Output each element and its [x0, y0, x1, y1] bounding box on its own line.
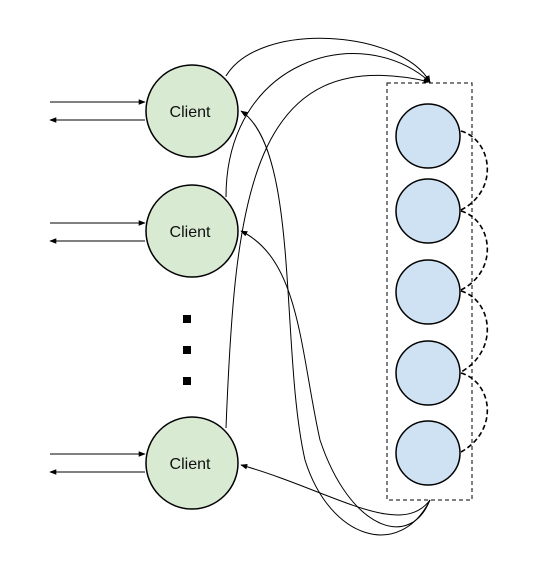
client-label-2: Client — [170, 224, 211, 241]
server-nodes — [395, 103, 461, 486]
response-curve-1 — [240, 110, 431, 536]
ellipsis-dot-2 — [183, 346, 191, 354]
server-node-5[interactable] — [395, 420, 461, 486]
peer-link-3 — [460, 290, 489, 373]
server-node-4[interactable] — [395, 340, 461, 406]
server-peer-links — [460, 130, 489, 453]
peer-link-2 — [460, 210, 489, 291]
request-curve-3 — [225, 74, 431, 429]
client-circle-1 — [145, 64, 239, 158]
client-circle-3 — [145, 416, 239, 510]
ellipsis-dot-1 — [183, 315, 191, 323]
client-node-1[interactable]: Client — [145, 64, 239, 158]
request-curve-2 — [225, 53, 431, 198]
server-node-2[interactable] — [395, 178, 461, 244]
request-curve-1 — [225, 37, 431, 83]
response-connections — [240, 110, 431, 536]
client-label-1: Client — [170, 104, 211, 121]
ellipsis-dot-3 — [183, 377, 191, 385]
response-curve-2 — [240, 230, 431, 528]
peer-link-1 — [460, 130, 489, 211]
client-node-3[interactable]: Client — [145, 416, 239, 510]
ellipsis-dots — [183, 315, 191, 385]
peer-link-4 — [460, 372, 489, 453]
request-connections — [225, 37, 431, 429]
response-curve-3 — [240, 464, 431, 516]
server-node-1[interactable] — [395, 103, 461, 169]
client-label-3: Client — [170, 456, 211, 473]
server-node-3[interactable] — [395, 259, 461, 325]
client-node-2[interactable]: Client — [145, 184, 239, 278]
external-io-arrows — [49, 99, 146, 475]
client-circle-2 — [145, 184, 239, 278]
